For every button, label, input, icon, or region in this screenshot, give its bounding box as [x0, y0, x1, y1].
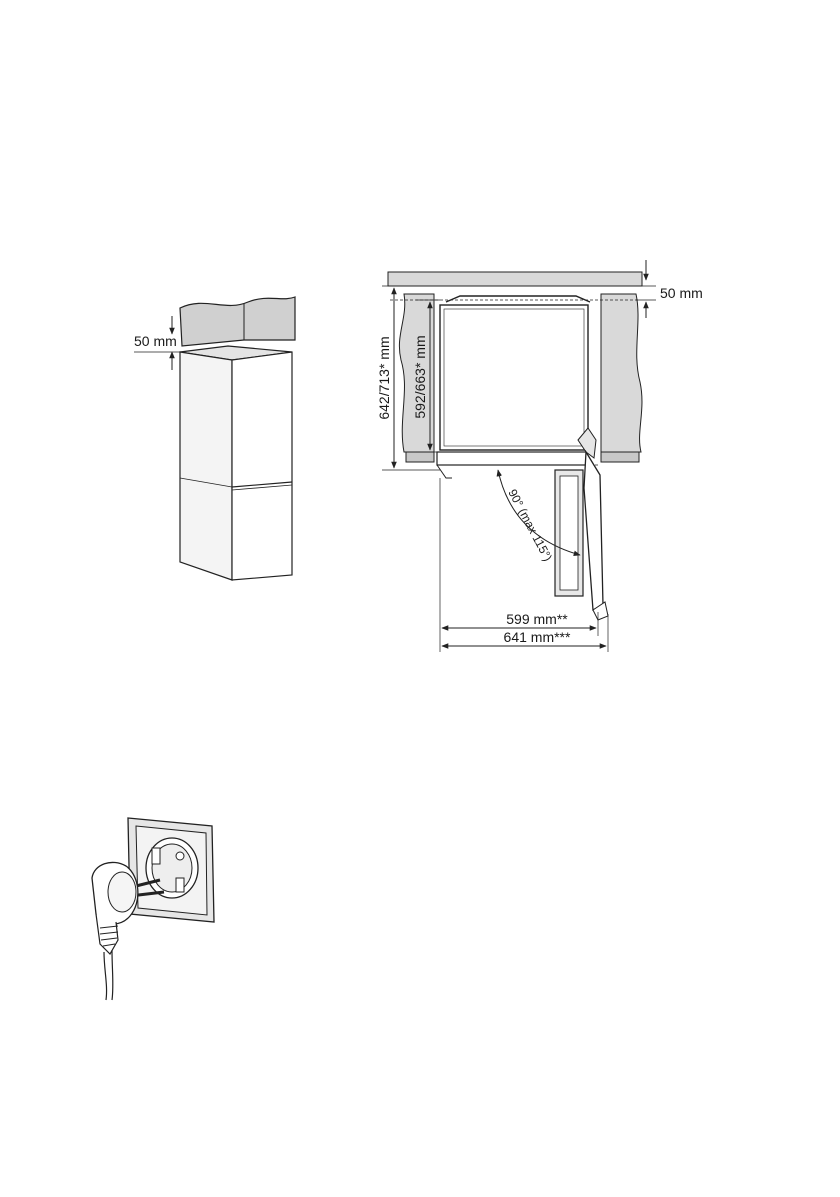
fridge-top-gap-label: 50 mm: [134, 333, 177, 349]
inner-depth-label: 592/663* mm: [412, 335, 428, 418]
open-width-label: 599 mm**: [506, 611, 568, 627]
appliance-body: [440, 305, 588, 450]
cabinet-right: [601, 294, 642, 452]
top-view-gap-label: 50 mm: [660, 285, 703, 301]
worktop-plate: [388, 272, 642, 286]
fridge-clearance-figure: 50 mm: [134, 297, 295, 580]
top-view-figure: 90° (max 115°) 50 mm 642/713* mm 592/663…: [376, 260, 703, 652]
outer-depth-label: 642/713* mm: [376, 336, 392, 419]
ceiling-block: [180, 297, 295, 346]
total-width-label: 641 mm***: [504, 629, 571, 645]
open-door: [555, 452, 608, 620]
door-angle-label: 90° (max 115°): [505, 487, 555, 564]
fridge-side: [180, 352, 232, 580]
fridge-front: [232, 352, 292, 580]
socket-plug-icon: [92, 818, 214, 1000]
